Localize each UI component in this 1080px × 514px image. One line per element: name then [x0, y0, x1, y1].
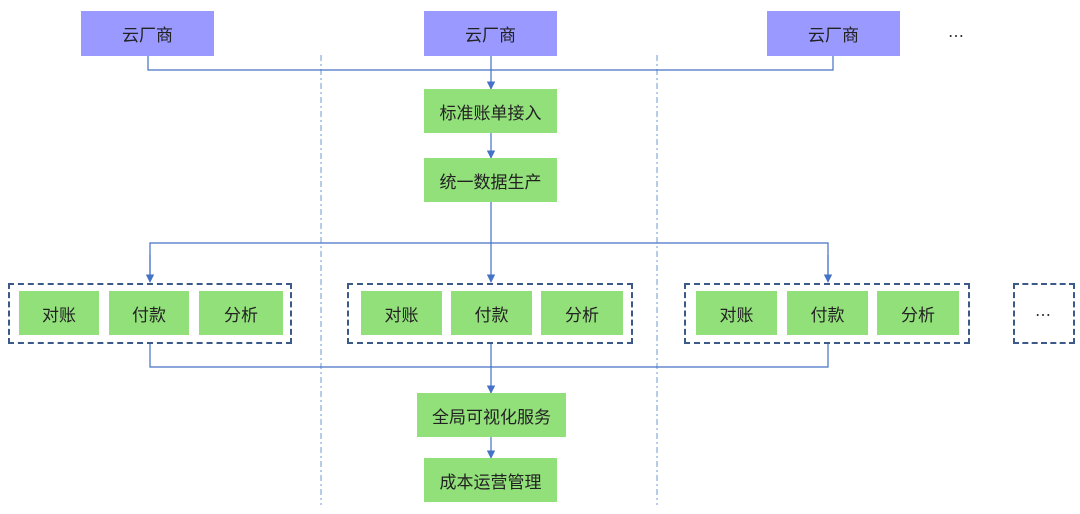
reconcile-box-1: 对账	[19, 291, 99, 335]
cloud-vendor-box-2: 云厂商	[424, 11, 557, 56]
payment-box-1: 付款	[109, 291, 189, 335]
global-visualization-box: 全局可视化服务	[417, 393, 566, 437]
more-vendors-ellipsis: …	[948, 22, 964, 41]
analysis-box-1: 分析	[199, 291, 283, 335]
function-group-1	[8, 283, 292, 344]
function-group-3	[684, 283, 970, 344]
payment-box-3: 付款	[787, 291, 868, 335]
reconcile-box-2: 对账	[361, 291, 442, 335]
analysis-box-2: 分析	[541, 291, 623, 335]
more-group-ellipsis: …	[1035, 301, 1051, 320]
analysis-box-3: 分析	[877, 291, 959, 335]
cloud-vendor-box-1: 云厂商	[81, 11, 214, 56]
split-line	[149, 242, 829, 281]
reconcile-box-3: 对账	[696, 291, 777, 335]
payment-box-2: 付款	[451, 291, 532, 335]
unified-data-production-box: 统一数据生产	[424, 158, 557, 202]
group-merge-line	[149, 344, 829, 368]
standard-bill-access-box: 标准账单接入	[424, 89, 557, 133]
cloud-vendor-box-3: 云厂商	[767, 11, 900, 56]
more-group	[1013, 283, 1075, 344]
function-group-2	[347, 283, 633, 344]
cost-operation-box: 成本运营管理	[424, 458, 557, 502]
